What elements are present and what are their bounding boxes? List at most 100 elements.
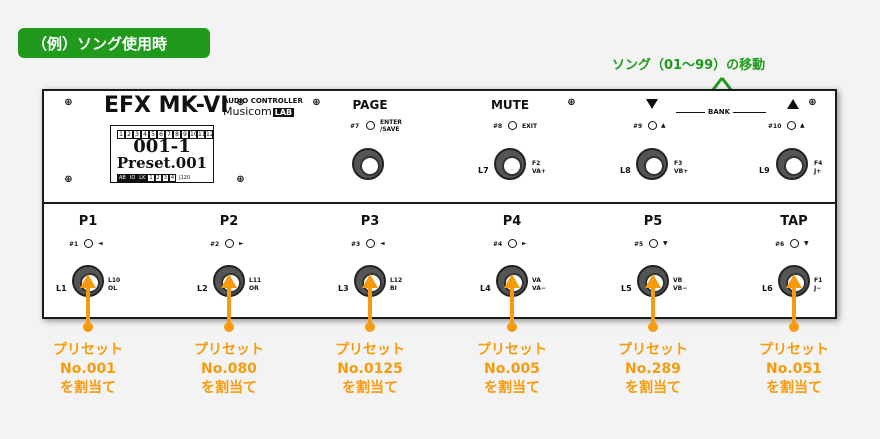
arrow-up-icon: [504, 274, 520, 288]
preset-caption-line1: プリセット: [618, 342, 688, 358]
preset-caption-line3: を割当て: [484, 380, 540, 396]
footswitch-led: [84, 239, 93, 248]
footswitch-name: P3: [360, 214, 380, 229]
preset-caption-line1: プリセット: [335, 342, 405, 358]
song-move-caption: ソング（01〜99）の移動: [612, 58, 766, 73]
footswitch-led: [790, 239, 799, 248]
bank-up-footswitch[interactable]: [776, 148, 808, 180]
mute-led-number: #8: [493, 123, 503, 130]
lcd-status-cell: IO: [127, 174, 138, 182]
preset-caption-line1: プリセット: [759, 342, 829, 358]
bank-down-led-mark: ▲: [661, 122, 666, 129]
mute-footswitch[interactable]: [494, 148, 526, 180]
bank-down-led: [648, 121, 657, 130]
footswitch-side-text: F1 J−: [814, 277, 823, 292]
page-footswitch[interactable]: [352, 148, 384, 180]
indicator-dot: [789, 322, 799, 332]
mute-loop-label: L7: [478, 166, 489, 175]
arrow-up-icon: [362, 274, 378, 288]
indicator-line: [651, 286, 655, 326]
footswitch-name: P1: [78, 214, 98, 229]
mute-side-text: F2 VA+: [532, 160, 546, 175]
bank-up-loop-label: L9: [759, 166, 770, 175]
footswitch-led-mark: ◄: [98, 240, 103, 247]
lcd-tempo: J120: [179, 175, 191, 181]
lcd-loop-cell: 10: [189, 130, 198, 139]
screw-icon: ⊕: [808, 97, 817, 108]
lcd-loop-cell: 3: [133, 130, 141, 139]
arrow-up-icon: [80, 274, 96, 288]
preset-caption-line3: を割当て: [766, 380, 822, 396]
panel-divider: [44, 202, 835, 204]
example-title-badge: （例）ソング使用時: [18, 28, 210, 58]
footswitch-side-text: VB VB−: [673, 277, 688, 292]
preset-caption-line3: を割当て: [60, 380, 116, 396]
lcd-status-cell: 4: [168, 174, 177, 182]
lcd-preset-name: Preset.001: [116, 154, 208, 172]
lcd-loop-cell: 1: [117, 130, 125, 139]
bank-down-footswitch[interactable]: [636, 148, 668, 180]
lcd-status-cell: 1: [147, 174, 155, 182]
arrow-up-icon: [786, 274, 802, 288]
footswitch-led-mark: ◄: [380, 240, 385, 247]
footswitch-led-mark: ▼: [804, 240, 809, 247]
footswitch-led-number: #6: [775, 241, 785, 248]
brand-maker-text: Musicom: [223, 105, 272, 118]
controller-panel: [42, 89, 837, 319]
bank-up-led-number: #10: [768, 123, 782, 130]
mute-label: MUTE: [490, 98, 530, 112]
footswitch-led-mark: ▼: [663, 240, 668, 247]
footswitch-led-number: #4: [493, 241, 503, 248]
screw-icon: ⊕: [236, 174, 245, 185]
footswitch-side-text: VA VA−: [532, 277, 546, 292]
indicator-dot: [224, 322, 234, 332]
preset-caption-line3: を割当て: [201, 380, 257, 396]
indicator-line: [368, 286, 372, 326]
lcd-status-cell: 3: [161, 174, 169, 182]
footswitch-name: P2: [219, 214, 239, 229]
lcd-status-cell: AB: [117, 174, 128, 182]
indicator-line: [510, 286, 514, 326]
bank-up-side-text: F4 J+: [814, 160, 823, 175]
page-led: [366, 121, 375, 130]
footswitch-led-number: #3: [351, 241, 361, 248]
footswitch-loop-label: L6: [762, 284, 773, 293]
footswitch-side-text: L12 BI: [390, 277, 403, 292]
screw-icon: ⊕: [64, 97, 73, 108]
bank-up-led: [787, 121, 796, 130]
footswitch-side-text: L11 OR: [249, 277, 262, 292]
lcd-status-cell: 2: [154, 174, 162, 182]
bank-down-side-text: F3 VB+: [674, 160, 689, 175]
footswitch-led: [508, 239, 517, 248]
arrow-up-icon: [645, 274, 661, 288]
bank-down-led-number: #9: [633, 123, 643, 130]
preset-caption-number: No.005: [484, 361, 540, 377]
page-led-text: ENTER /SAVE: [380, 119, 402, 133]
indicator-dot: [648, 322, 658, 332]
screw-icon: ⊕: [236, 97, 245, 108]
lcd-status-cell: LK: [137, 174, 148, 182]
bank-label: BANK: [705, 108, 734, 116]
arrow-up-icon: [221, 274, 237, 288]
lcd-loop-cell: 5: [149, 130, 157, 139]
bank-up-icon: [787, 99, 799, 109]
preset-caption-line3: を割当て: [625, 380, 681, 396]
footswitch-loop-label: L3: [338, 284, 349, 293]
bank-down-loop-label: L8: [620, 166, 631, 175]
footswitch-led: [225, 239, 234, 248]
preset-caption-line1: プリセット: [53, 342, 123, 358]
footswitch-name: P5: [643, 214, 663, 229]
bank-up-led-mark: ▲: [800, 122, 805, 129]
footswitch-led-number: #1: [69, 241, 79, 248]
preset-caption-number: No.080: [201, 361, 257, 377]
preset-caption-number: No.001: [60, 361, 116, 377]
brand-lab-badge: LAB: [272, 108, 295, 117]
lcd-loop-cell: 12: [205, 130, 214, 139]
indicator-line: [86, 286, 90, 326]
footswitch-side-text: L10 OL: [108, 277, 121, 292]
lcd-loop-cell: 9: [181, 130, 189, 139]
indicator-dot: [365, 322, 375, 332]
